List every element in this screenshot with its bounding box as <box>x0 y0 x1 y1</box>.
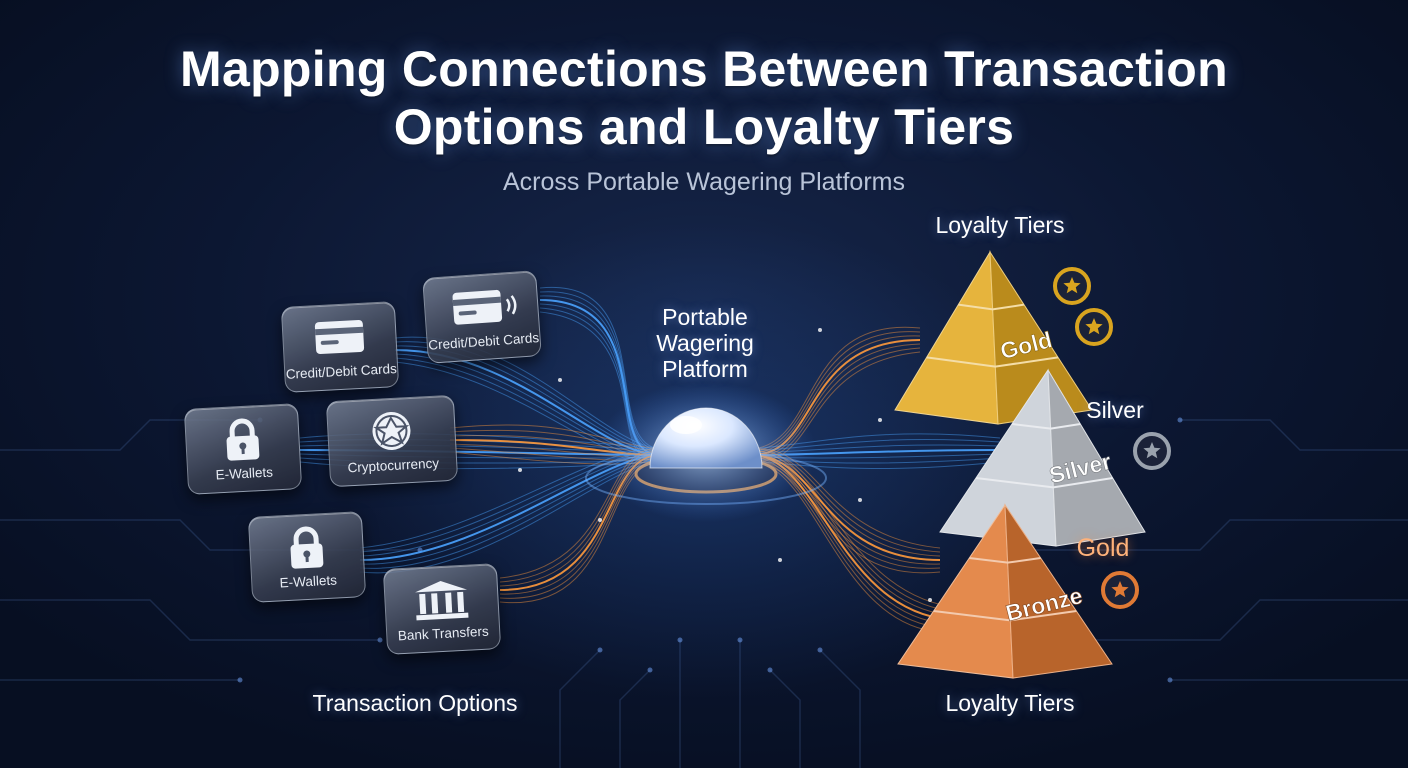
pyramid-right-face <box>1047 369 1146 547</box>
circuit-node <box>737 637 743 643</box>
spark <box>878 418 882 422</box>
card-credit-debit-2[interactable]: Credit/Debit Cards <box>422 270 542 364</box>
transaction-options-label: Transaction Options <box>312 690 518 716</box>
spark <box>518 468 522 472</box>
card-label: Credit/Debit Cards <box>427 330 540 353</box>
contactless-card-icon <box>452 289 517 325</box>
star-medal-icon <box>1133 432 1171 470</box>
pyramid-step-line <box>1011 423 1081 430</box>
circuit-node <box>597 647 603 653</box>
card-label: E-Wallets <box>215 464 274 483</box>
hub-label-line-3: Platform <box>662 356 748 382</box>
circuit-trace <box>1020 519 1408 551</box>
subtitle: Across Portable Wagering Platforms <box>502 168 905 196</box>
circuit-node <box>677 637 683 643</box>
spark <box>778 558 782 562</box>
hub-label: Portable Wagering Platform <box>560 304 850 382</box>
tier-pyramid-2: Silver <box>939 368 1146 547</box>
circuit-node <box>237 677 243 683</box>
credit-card-icon <box>314 319 365 355</box>
spark <box>928 598 932 602</box>
circuit-trace <box>619 669 651 768</box>
star-medal-icon <box>1101 571 1139 609</box>
card-label: Cryptocurrency <box>347 455 440 476</box>
title-line-1: Mapping Connections Between Transaction <box>180 41 1228 97</box>
card-e-wallets-1[interactable]: E-Wallets <box>183 403 303 495</box>
circuit-node <box>817 647 823 653</box>
pyramid-right-face <box>1004 503 1113 679</box>
pyramid-step-line <box>975 477 1113 489</box>
hub-label-line-2: Wagering <box>656 330 754 356</box>
tier-pyramid-1: Gold <box>894 250 1093 425</box>
card-bank-transfers[interactable]: Bank Transfers <box>382 563 502 655</box>
circuit-trace <box>559 649 601 768</box>
bank-icon <box>415 581 469 621</box>
title-line-2: Options and Loyalty Tiers <box>393 99 1015 155</box>
padlock-icon <box>226 418 260 461</box>
circuit-trace <box>1180 419 1408 451</box>
circuit-trace <box>0 599 380 641</box>
star-medal-icon <box>1053 267 1091 305</box>
hub-label-line-1: Portable <box>662 304 748 330</box>
card-label: E-Wallets <box>279 572 338 591</box>
padlock-icon <box>290 526 324 569</box>
pyramid-left-face <box>894 250 999 425</box>
spark <box>598 518 602 522</box>
tier-side-label-bronze: Gold <box>1076 534 1130 562</box>
spark <box>858 498 862 502</box>
circuit-trace <box>769 669 801 768</box>
circuit-node <box>1177 417 1183 423</box>
pyramid-step-line <box>969 557 1041 564</box>
spark <box>558 378 562 382</box>
card-cryptocurrency[interactable]: Cryptocurrency <box>325 394 459 488</box>
loyalty-tiers-top-label: Loyalty Tiers <box>935 212 1065 238</box>
loyalty-tiers-bottom-label: Loyalty Tiers <box>945 690 1075 716</box>
circuit-trace <box>819 649 861 768</box>
tier-pyramid-3: Bronze <box>897 503 1113 679</box>
pyramid-step-line <box>933 610 1077 622</box>
card-label: Bank Transfers <box>397 623 490 644</box>
pyramid-step-line <box>926 356 1059 368</box>
tier-side-label-silver: Silver <box>1086 397 1144 423</box>
circuit-node <box>377 637 383 643</box>
hub-highlight <box>670 416 702 434</box>
platform-hub <box>585 382 827 522</box>
crypto-emblem-icon <box>372 412 411 451</box>
card-label: Credit/Debit Cards <box>285 361 398 382</box>
circuit-node <box>647 667 653 673</box>
pyramid-step-line <box>958 303 1025 311</box>
circuit-node <box>1167 677 1173 683</box>
spark <box>818 328 822 332</box>
circuit-trace <box>1040 599 1408 641</box>
star-medal-icon <box>1075 308 1113 346</box>
card-e-wallets-2[interactable]: E-Wallets <box>247 511 367 603</box>
circuit-node <box>767 667 773 673</box>
card-credit-debit-1[interactable]: Credit/Debit Cards <box>280 301 400 393</box>
